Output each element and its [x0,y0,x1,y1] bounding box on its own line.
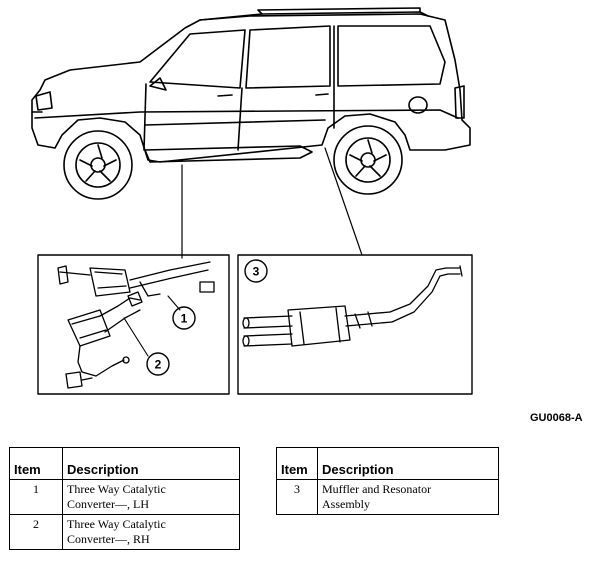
table-header-row: Item Description [9,447,240,480]
callout-circle-3 [244,259,268,283]
item-header: Item [9,447,63,480]
table-row: 1 Three Way Catalytic Converter—, LH [9,479,240,515]
item-number: 3 [276,479,318,515]
callout-leader-2 [123,317,149,357]
detail-box-muffler [237,254,473,395]
description-line: Assembly [322,497,370,511]
description-line: Converter—, LH [67,497,149,511]
detail-box-catalytic-converters [37,254,230,395]
item-description: Three Way Catalytic Converter—, RH [62,514,240,550]
table-row: 3 Muffler and Resonator Assembly [276,479,499,515]
description-line: Converter—, RH [67,532,150,546]
item-description: Three Way Catalytic Converter—, LH [62,479,240,515]
description-line: Three Way Catalytic [67,482,166,496]
description-line: Muffler and Resonator [322,482,432,496]
figure-code: GU0068-A [530,412,583,424]
callout-label-3: 3 [253,265,260,279]
description-line: Three Way Catalytic [67,517,166,531]
legend-table-left: Item Description 1 Three Way Catalytic C… [9,447,240,550]
callout-circle-1 [172,306,196,330]
table-header-row: Item Description [276,447,499,480]
muffler-resonator-assembly [242,265,463,347]
item-number: 1 [9,479,63,515]
callout-circle-2 [146,352,170,376]
item-number: 2 [9,514,63,550]
vehicle-illustration [31,7,471,200]
callout-leader-1 [167,295,181,311]
item-description: Muffler and Resonator Assembly [317,479,499,515]
callout-label-2: 2 [155,358,162,372]
description-header: Description [317,447,499,480]
legend-table-right: Item Description 3 Muffler and Resonator… [276,447,499,515]
item-header: Item [276,447,318,480]
description-header: Description [62,447,240,480]
exhaust-diagram: 1 2 3 [31,7,473,395]
catalytic-converter-assembly [57,261,215,389]
leader-line-rear [324,147,363,256]
callout-label-1: 1 [181,312,188,326]
table-row: 2 Three Way Catalytic Converter—, RH [9,514,240,550]
